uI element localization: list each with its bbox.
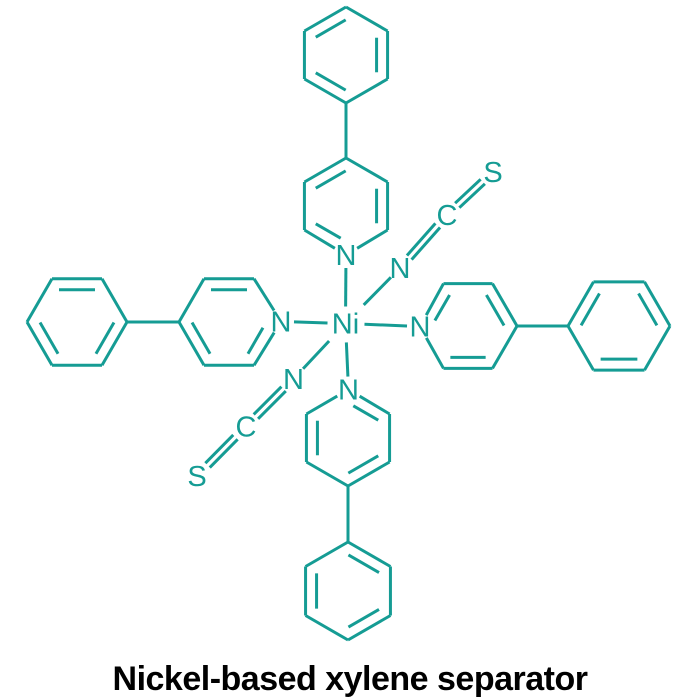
right-pyridine-edge <box>425 337 445 370</box>
atom-label-S5: S <box>483 157 502 189</box>
top-phenyl-edge <box>303 77 347 105</box>
left-pyridine-inner-bond <box>190 321 212 355</box>
top-pyridine-inner-bond <box>315 222 342 240</box>
left-pyridine-edge <box>177 321 206 367</box>
bottom-phenyl-edge <box>347 540 392 568</box>
figure-caption: Nickel-based xylene separator <box>112 660 588 698</box>
bottom-pyridine-inner-bond <box>347 454 379 475</box>
left-phenyl-edge <box>100 277 129 323</box>
top-pyridine-edge <box>303 156 347 184</box>
atom-label-N5: N <box>390 253 411 285</box>
top-pyridine-edge <box>356 228 389 250</box>
bottom-pyridine-edge <box>305 460 349 488</box>
bottom-pyridine-edge <box>305 394 339 416</box>
bond-C6-S6-b <box>208 438 239 469</box>
top-phenyl-inner-bond <box>315 18 347 39</box>
right-pyridine-edge <box>424 282 445 316</box>
atom-label-Ni: Ni <box>332 309 359 341</box>
bottom-phenyl-edge <box>304 614 349 642</box>
right-phenyl-inner-bond <box>579 292 601 327</box>
bottom-phenyl-edge <box>304 540 349 568</box>
top-phenyl-edge <box>345 5 389 33</box>
bond-C5-S5-a <box>458 182 486 209</box>
right-pyridine-inner-bond <box>433 294 451 322</box>
top-phenyl-edge <box>345 77 389 105</box>
bond-C6-S6-a <box>204 433 235 465</box>
right-phenyl-inner-bond <box>637 292 659 327</box>
left-phenyl-inner-bond <box>94 321 116 355</box>
right-pyridine-edge <box>491 282 519 327</box>
left-phenyl-inner-bond <box>38 321 60 355</box>
top-phenyl-edge <box>303 5 347 33</box>
right-phenyl-edge <box>643 281 672 327</box>
top-pyridine-inner-bond <box>315 169 347 190</box>
atom-label-C5: C <box>437 200 458 232</box>
bond-Ni-N6 <box>301 339 331 370</box>
bottom-pyridine-inner-bond <box>352 404 379 422</box>
bond-N5-C5-b <box>405 222 437 257</box>
bottom-phenyl-inner-bond <box>347 553 380 574</box>
atom-label-N3: N <box>338 375 359 407</box>
right-phenyl-edge <box>643 325 672 371</box>
right-pyridine-edge <box>491 325 519 370</box>
right-pyridine-inner-bond <box>485 294 506 327</box>
atom-label-S6: S <box>187 461 206 493</box>
right-phenyl-edge <box>566 325 595 371</box>
top-phenyl-inner-bond <box>315 71 347 92</box>
bottom-pyridine-edge <box>358 394 391 416</box>
bond-Ni-N3 <box>344 342 350 377</box>
bond-N6-C6-a <box>252 385 283 416</box>
atom-label-N4: N <box>271 307 292 339</box>
bond-Ni-N2 <box>364 322 408 328</box>
left-phenyl-edge <box>25 321 54 367</box>
bond-N5-C5-a <box>410 226 442 261</box>
left-pyridine-inner-bond <box>246 327 265 355</box>
atom-label-N1: N <box>336 240 357 272</box>
bond-Ni-N5 <box>362 276 392 306</box>
bottom-phenyl-inner-bond <box>347 608 380 629</box>
left-phenyl-edge <box>100 321 129 367</box>
left-phenyl-edge <box>25 277 54 323</box>
atom-label-N6: N <box>283 364 304 396</box>
top-pyridine-edge <box>345 156 389 184</box>
right-phenyl-edge <box>566 281 595 327</box>
left-pyridine-edge <box>177 277 206 323</box>
atom-label-C6: C <box>236 412 257 444</box>
left-pyridine-edge <box>252 277 276 312</box>
bottom-pyridine-edge <box>347 460 391 488</box>
top-pyridine-edge <box>303 228 336 250</box>
bond-C5-S5-b <box>454 178 482 205</box>
bond-N6-C6-b <box>257 390 287 420</box>
bottom-phenyl-edge <box>347 614 392 642</box>
bond-Ni-N4 <box>293 320 328 325</box>
left-pyridine-edge <box>252 331 276 367</box>
atom-label-N2: N <box>410 312 431 344</box>
